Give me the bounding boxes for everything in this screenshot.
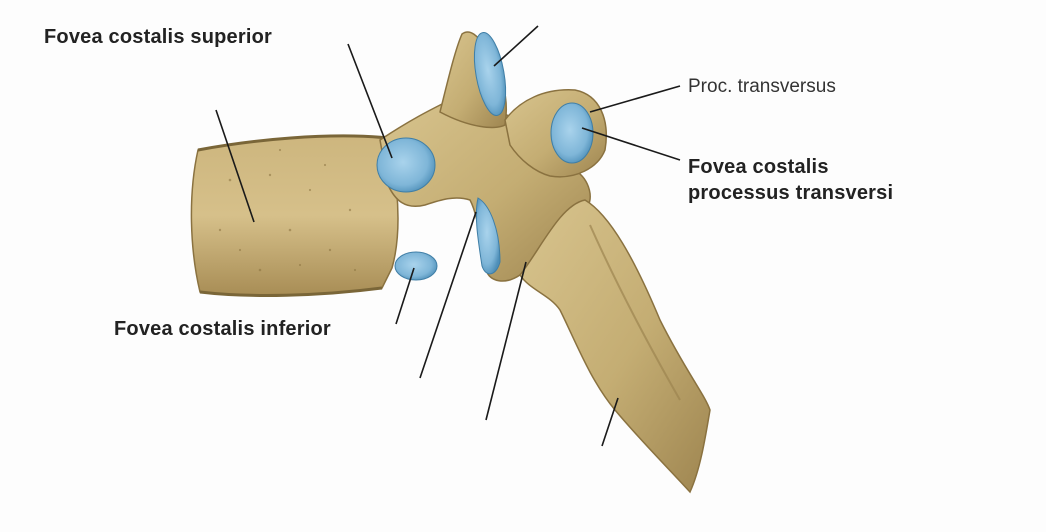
leader-line-fovea-costalis-inferior [395,267,415,325]
spinous-process [519,199,711,494]
fovea-costalis-processus-transversi-facet [550,102,594,164]
label-fovea-costalis-processus-transversi: Fovea costalis processus transversi [688,154,893,206]
leader-lines [215,25,681,447]
label-fovea-costalis-processus-transversi-line1: Fovea costalis [688,156,829,178]
fovea-costalis-inferior-facet [394,251,438,281]
leader-line-proc-transversus [589,85,681,113]
leader-line-spinous-process [601,397,619,447]
label-fovea-costalis-superior: Fovea costalis superior [44,26,273,48]
vertebral-body [190,135,399,297]
fovea-costalis-superior-facet [376,137,436,193]
label-fovea-costalis-inferior: Fovea costalis inferior [114,318,331,340]
label-proc-transversus: Proc. transversus [688,76,836,97]
leader-line-fovea-costalis-superior [347,43,393,159]
leader-line-fovea-costalis-processus-transversi [581,127,681,161]
leader-line-superior-articular-process [493,25,539,67]
body-bottom-rim [199,286,383,297]
label-fovea-costalis-processus-transversi-line2: processus transversi [688,182,894,204]
leader-line-corpus-vertebrae [215,109,255,223]
spinous-process-ridge [589,224,681,401]
superior-articular-facet [473,32,507,116]
leader-line-inferior-articular-process [485,261,527,421]
inferior-articular-facet [475,197,501,275]
body-top-rim [197,134,389,152]
leader-line-incisura [419,211,477,379]
